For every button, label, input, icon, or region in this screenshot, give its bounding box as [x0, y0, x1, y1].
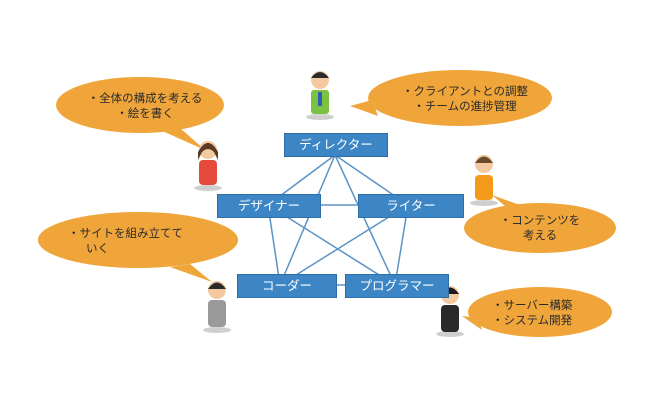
- bubble-text-writer: ・コンテンツを 考える: [475, 213, 605, 243]
- speech-bubble-director: [350, 70, 552, 126]
- bubble-line: ・コンテンツを: [499, 213, 581, 227]
- speech-bubble-coder: [38, 212, 238, 282]
- person-icon-writer: [470, 155, 498, 206]
- speech-bubble-writer: [464, 195, 616, 253]
- person-icon-designer: [194, 141, 222, 191]
- speech-bubble-programmer: [462, 287, 612, 337]
- bubble-line: ・システム開発: [492, 313, 573, 327]
- role-box-designer: デザイナー: [217, 194, 321, 218]
- bubble-text-programmer: ・サーバー構築 ・システム開発: [482, 298, 602, 328]
- bubble-line: いく: [86, 241, 109, 255]
- role-box-programmer: プログラマー: [345, 274, 449, 298]
- bubble-text-designer: ・全体の構成を考える ・絵を書く: [70, 91, 220, 121]
- bubble-line: ・全体の構成を考える: [87, 91, 203, 105]
- bubble-line: ・サイトを組み立てて: [68, 226, 183, 240]
- bubble-line: ・サーバー構築: [492, 298, 573, 312]
- bubble-line: ・クライアントとの調整: [402, 84, 528, 98]
- person-icon-director: [306, 71, 334, 120]
- bubble-text-coder: ・サイトを組み立てて いく: [50, 226, 220, 256]
- bubble-line: ・絵を書く: [116, 106, 174, 120]
- bubble-line: ・チームの進捗管理: [413, 99, 517, 113]
- bubble-text-director: ・クライアントとの調整 ・チームの進捗管理: [380, 84, 550, 114]
- person-icon-coder: [203, 281, 231, 333]
- role-box-director: ディレクター: [284, 133, 388, 157]
- speech-bubble-designer: [56, 77, 224, 150]
- role-box-coder: コーダー: [237, 274, 337, 298]
- bubble-line: 考える: [522, 228, 558, 242]
- network-lines: [267, 154, 409, 286]
- role-box-writer: ライター: [358, 194, 464, 218]
